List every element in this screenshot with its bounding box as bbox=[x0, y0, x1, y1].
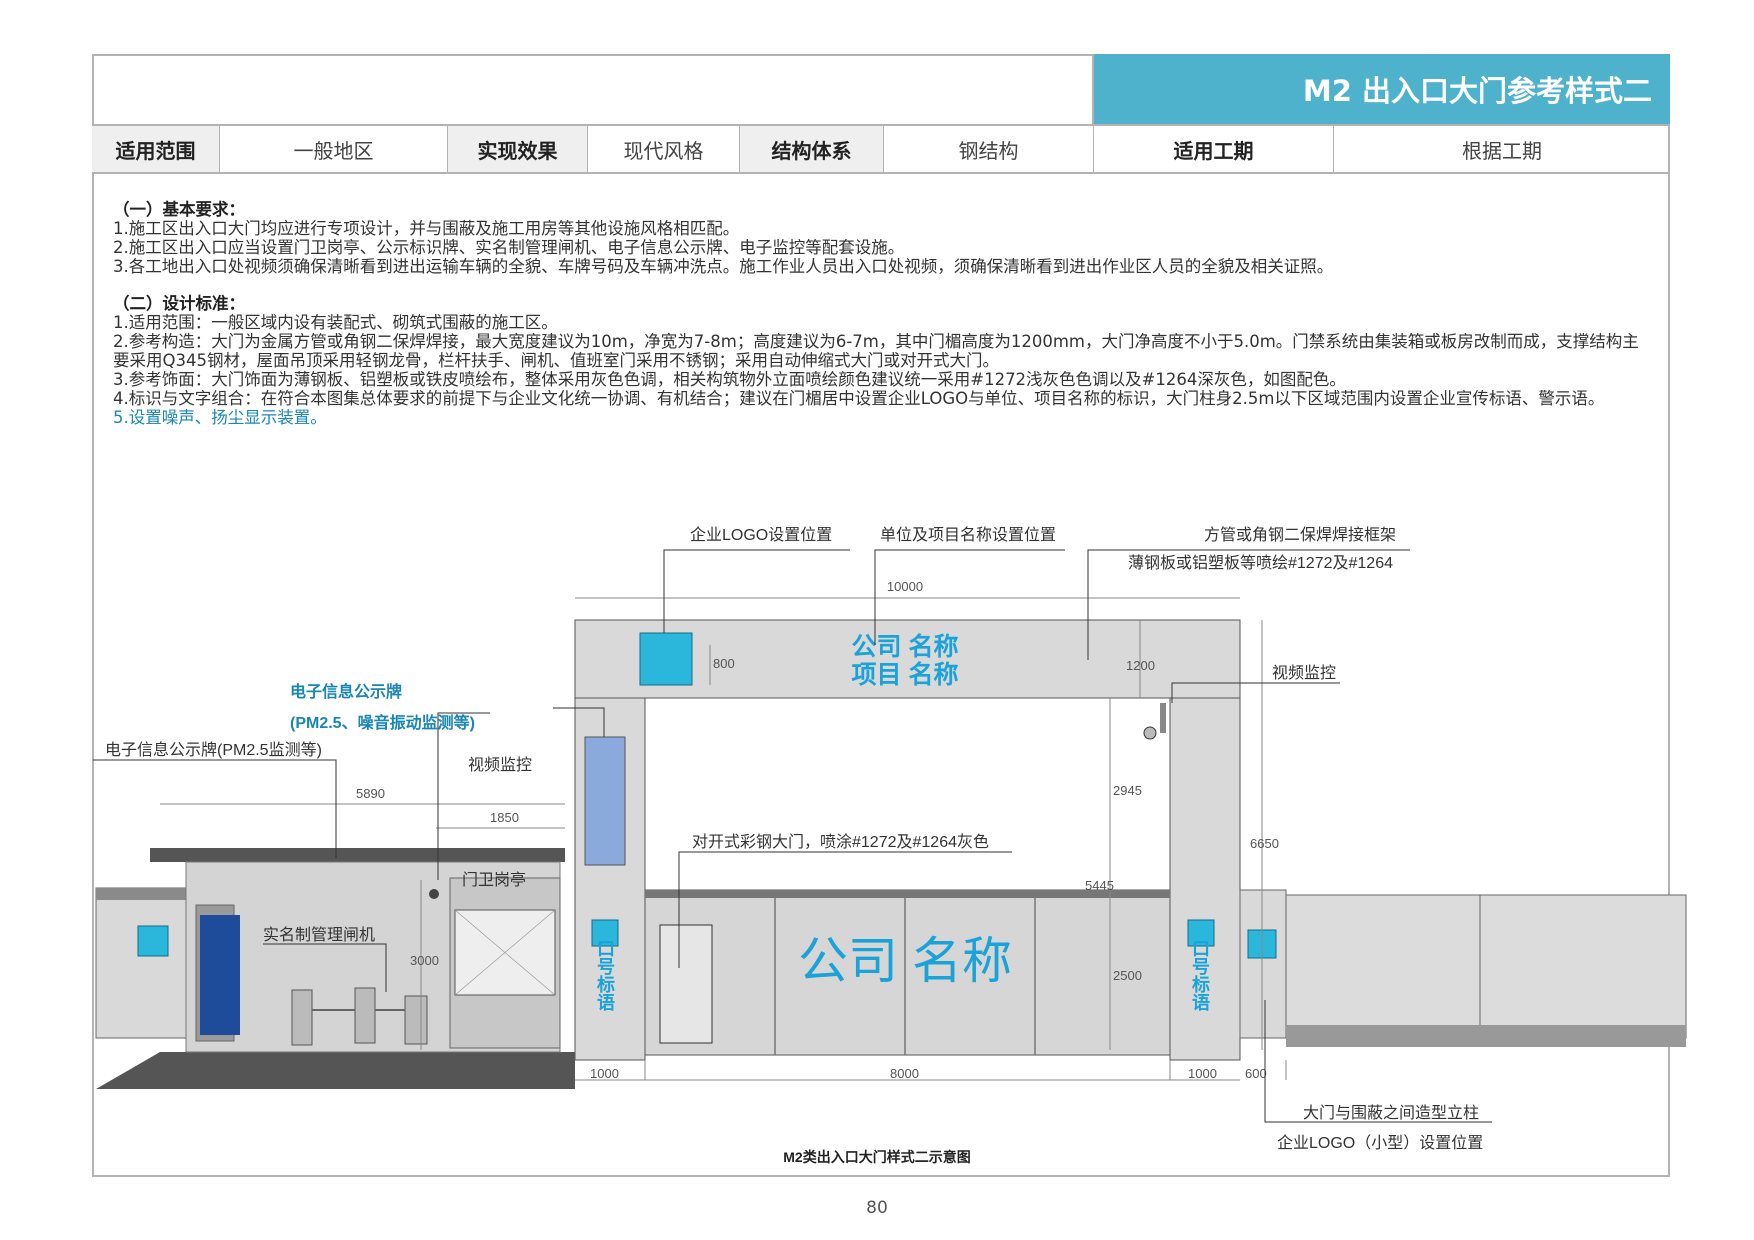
requirement-item: 3.各工地出入口处视频须确保清晰看到进出运输车辆的全貌、车牌号码及车辆冲洗点。施… bbox=[113, 257, 1334, 276]
structure-value: 钢结构 bbox=[884, 126, 1094, 172]
scope-label: 适用范围 bbox=[92, 126, 220, 172]
period-value: 根据工期 bbox=[1462, 138, 1542, 163]
page-title: M2 出入口大门参考样式二 bbox=[1094, 54, 1670, 124]
standards-heading: （二）设计标准： bbox=[113, 294, 245, 313]
requirements-text: （一）基本要求： 1.施工区出入口大门均应进行专项设计，并与围蔽及施工用房等其他… bbox=[113, 200, 1653, 427]
period-label: 适用工期 bbox=[1094, 126, 1334, 172]
page-number: 80 bbox=[866, 1198, 888, 1218]
title-blank-area bbox=[92, 54, 1094, 124]
structure-label: 结构体系 bbox=[740, 126, 884, 172]
page-frame bbox=[92, 54, 1670, 1177]
standard-item-highlight: 5.设置噪声、扬尘显示装置。 bbox=[113, 408, 327, 427]
scope-value: 一般地区 bbox=[220, 126, 448, 172]
standard-item: 3.参考饰面：大门饰面为薄钢板、铝塑板或铁皮喷绘布，整体采用灰色色调，相关构筑物… bbox=[113, 370, 1346, 389]
effect-value: 现代风格 bbox=[588, 126, 740, 172]
requirement-item: 1.施工区出入口大门均应进行专项设计，并与围蔽及施工用房等其他设施风格相匹配。 bbox=[113, 219, 740, 238]
requirements-heading: （一）基本要求： bbox=[113, 200, 245, 219]
effect-label: 实现效果 bbox=[448, 126, 588, 172]
spec-header-row: 适用范围 一般地区 实现效果 现代风格 结构体系 钢结构 适用工期 根据工期 bbox=[92, 124, 1670, 174]
standard-item: 4.标识与文字组合：在符合本图集总体要求的前提下与企业文化统一协调、有机结合；建… bbox=[113, 389, 1605, 408]
requirement-item: 2.施工区出入口应当设置门卫岗亭、公示标识牌、实名制管理闸机、电子信息公示牌、电… bbox=[113, 238, 905, 257]
standard-item: 1.适用范围：一般区域内设有装配式、砌筑式围蔽的施工区。 bbox=[113, 313, 558, 332]
standard-item: 2.参考构造：大门为金属方管或角钢二保焊焊接，最大宽度建议为10m，净宽为7-8… bbox=[113, 332, 1639, 370]
